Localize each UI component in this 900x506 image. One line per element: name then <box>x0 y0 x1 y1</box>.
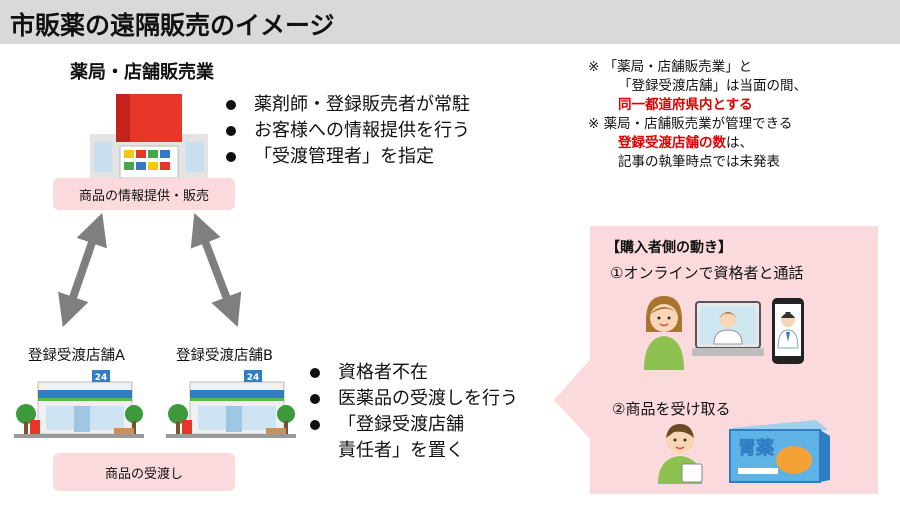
title-bar: 市販薬の遠隔販売のイメージ <box>0 0 900 44</box>
pharmacy-heading: 薬局・店舗販売業 <box>70 62 214 83</box>
buyer-step-1: ①オンラインで資格者と通話 <box>610 264 804 282</box>
note-line-highlight: 同一都道府県内とする <box>618 97 753 113</box>
buyer-step-2: ②商品を受け取る <box>612 400 731 418</box>
list-item: お客様への情報提供を行う <box>222 118 470 144</box>
pharmacy-duties-list: 薬剤師・登録販売者が常駐 お客様への情報提供を行う 「受渡管理者」を指定 <box>222 92 470 170</box>
note-highlight: 登録受渡店舗の数 <box>618 135 726 151</box>
medicine-box-label: 胃薬 <box>738 438 774 459</box>
customer-man-icon <box>658 424 703 484</box>
store-a-label: 登録受渡店舗A <box>28 348 125 364</box>
smartphone-video-call-icon <box>772 298 804 364</box>
store-duties-list: 資格者不在 医薬品の受渡しを行う 「登録受渡店舗 責任者」を置く <box>306 360 518 464</box>
pharmacy-role-label: 商品の情報提供・販売 <box>53 178 235 210</box>
laptop-video-call-icon <box>692 301 764 356</box>
store-sign-text: 24 <box>95 373 108 383</box>
list-item: 医薬品の受渡しを行う <box>306 386 518 412</box>
medicine-box-icon: 胃薬 <box>729 420 830 483</box>
note-text: は、 <box>726 135 753 151</box>
note-line: ※ 薬局・店舗販売業が管理できる <box>588 116 793 132</box>
store-sign-text: 24 <box>247 373 260 383</box>
list-item-continuation: 責任者」を置く <box>338 440 464 461</box>
pharmacy-building-icon <box>86 94 212 182</box>
note-line: ※ 「薬局・店舗販売業」と <box>588 59 753 75</box>
store-b-label: 登録受渡店舗B <box>176 348 273 364</box>
list-item: 「受渡管理者」を指定 <box>222 144 470 170</box>
store-role-label: 商品の受渡し <box>53 453 235 491</box>
convenience-store-b-icon: 24 <box>166 370 296 438</box>
arrow-pharmacy-store-a <box>58 212 107 328</box>
note-line: 「登録受渡店舗」は当面の間、 <box>618 78 807 94</box>
list-item: 薬剤師・登録販売者が常駐 <box>222 92 470 118</box>
customer-woman-icon <box>644 296 684 370</box>
list-item: 「登録受渡店舗 <box>306 412 518 438</box>
notes: ※ 「薬局・店舗販売業」と 「登録受渡店舗」は当面の間、 同一都道府県内とする … <box>588 58 807 172</box>
buyer-panel-title: 【購入者側の動き】 <box>606 240 732 256</box>
arrow-pharmacy-store-b <box>190 213 242 327</box>
note-line: 登録受渡店舗の数は、 <box>588 134 807 153</box>
convenience-store-a-icon: 24 <box>14 370 144 438</box>
callout-tail <box>554 355 594 443</box>
note-line: 記事の執筆時点では未発表 <box>618 154 780 170</box>
list-item: 資格者不在 <box>306 360 518 386</box>
page-title: 市販薬の遠隔販売のイメージ <box>10 11 335 40</box>
